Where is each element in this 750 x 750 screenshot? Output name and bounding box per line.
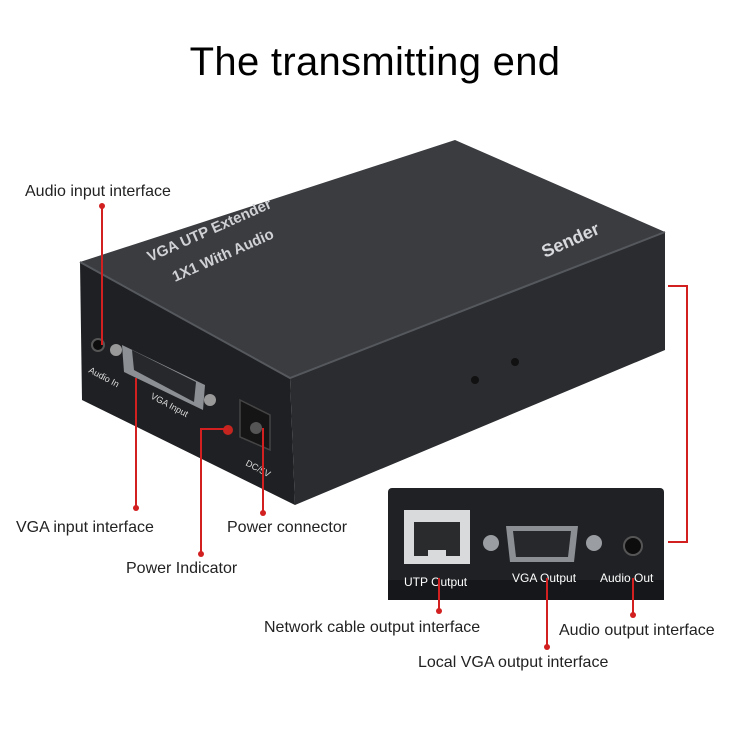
label-audio-output: Audio output interface (559, 622, 715, 639)
callout-dot (630, 612, 636, 618)
callout-line-vga-input (135, 378, 137, 508)
inset-port3-label: Audio Out (600, 571, 654, 585)
callout-bracket-vertical (686, 285, 688, 543)
screw-icon (483, 535, 499, 551)
callout-line-power-connector (262, 428, 264, 512)
callout-dot (99, 203, 105, 209)
label-power-indicator: Power Indicator (126, 560, 238, 577)
label-vga-output: Local VGA output interface (418, 654, 609, 671)
rear-panel-inset: UTP Output VGA Output Audio Out (388, 488, 664, 600)
label-network-output: Network cable output interface (264, 619, 481, 636)
screw-icon (471, 376, 479, 384)
callout-bracket-bottom (668, 541, 686, 543)
device-top-face (80, 140, 665, 378)
callout-bracket-top (668, 285, 686, 287)
callout-line-audio-input (101, 208, 103, 345)
callout-dot (544, 644, 550, 650)
page-title: The transmitting end (189, 40, 561, 84)
callout-dot (198, 551, 204, 557)
label-power-connector: Power connector (227, 519, 348, 536)
callout-dot (436, 608, 442, 614)
callout-dot (133, 505, 139, 511)
screw-icon (511, 358, 519, 366)
audio-out-jack-icon (623, 536, 643, 556)
power-led-icon (223, 425, 233, 435)
screw-icon (586, 535, 602, 551)
inset-port2-label: VGA Output (512, 571, 577, 585)
callout-line-network-output (438, 578, 440, 610)
callout-line-vga-output (546, 578, 548, 646)
callout-dot (260, 510, 266, 516)
screw-icon (204, 394, 216, 406)
callout-line-audio-output (632, 578, 634, 614)
device-side-face (290, 232, 665, 505)
label-vga-input: VGA input interface (16, 519, 154, 536)
callout-line-power-indicator (200, 428, 202, 553)
screw-icon (110, 344, 122, 356)
inset-port1-label: UTP Output (404, 575, 468, 589)
callout-line-power-indicator-h (200, 428, 228, 430)
label-audio-input: Audio input interface (25, 183, 171, 200)
